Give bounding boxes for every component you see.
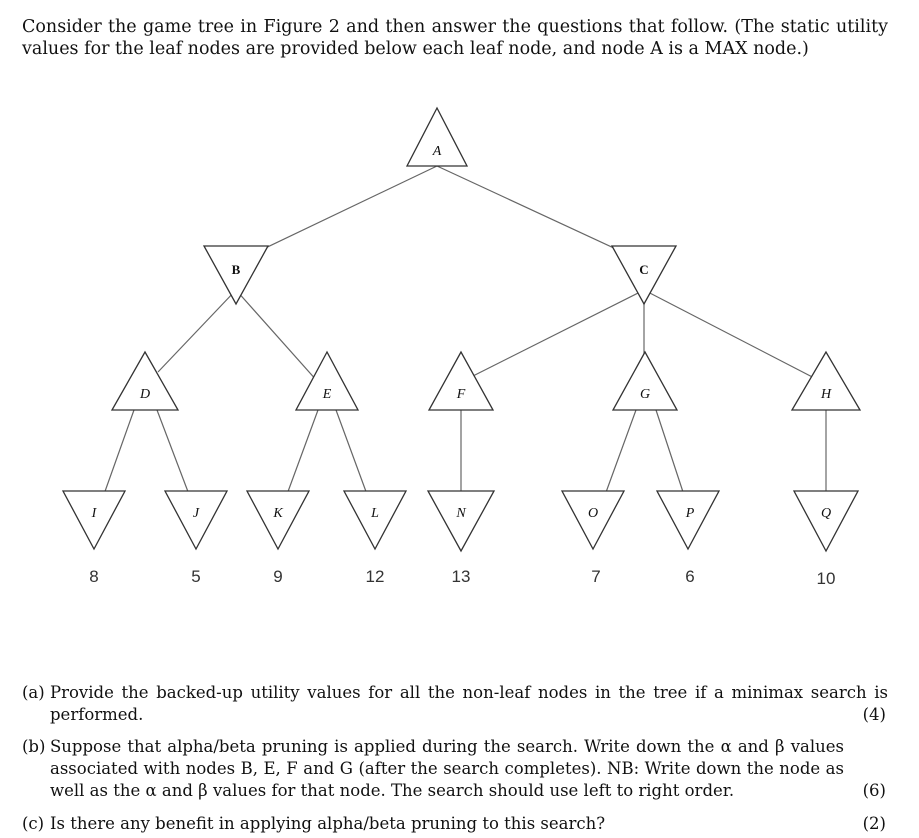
question-c-marks: (2) bbox=[862, 814, 886, 833]
leaf-k-label: K bbox=[272, 506, 283, 521]
leaf-p-label: P bbox=[685, 506, 695, 521]
node-a-label: A bbox=[432, 144, 442, 159]
node-d-label: D bbox=[139, 387, 150, 402]
edge-b-d bbox=[157, 289, 237, 373]
game-tree-figure: A D E F G H B C I 8 J 5 K 9 bbox=[61, 106, 862, 588]
leaf-q-label: Q bbox=[821, 506, 831, 521]
intro-line-1: Consider the game tree in Figure 2 and t… bbox=[22, 17, 888, 37]
leaf-i-value: 8 bbox=[89, 567, 98, 586]
question-c: (c) Is there any benefit in applying alp… bbox=[22, 813, 888, 835]
leaf-j-label: J bbox=[193, 506, 200, 521]
leaf-i-label: I bbox=[91, 506, 98, 521]
node-b: B bbox=[202, 245, 270, 306]
leaf-o: O 7 bbox=[560, 490, 626, 586]
edge-d-i bbox=[102, 409, 135, 498]
node-g-label: G bbox=[640, 387, 650, 402]
node-h: H bbox=[790, 350, 862, 411]
leaf-n-value: 13 bbox=[452, 567, 471, 586]
intro-paragraph: Consider the game tree in Figure 2 and t… bbox=[22, 16, 888, 60]
node-b-label: B bbox=[232, 262, 241, 277]
node-a: A bbox=[405, 106, 469, 167]
node-e: E bbox=[294, 350, 360, 411]
edge-c-h bbox=[643, 289, 823, 383]
leaf-o-value: 7 bbox=[591, 567, 600, 586]
leaf-l-value: 12 bbox=[366, 567, 385, 586]
leaf-i: I 8 bbox=[61, 490, 127, 586]
edge-g-p bbox=[655, 409, 685, 496]
node-d: D bbox=[110, 350, 180, 411]
leaf-n-label: N bbox=[455, 506, 466, 521]
edge-e-k bbox=[285, 409, 319, 498]
node-f: F bbox=[427, 350, 495, 411]
edge-e-l bbox=[335, 409, 369, 498]
question-b-tag: (b) bbox=[22, 737, 46, 756]
node-f-label: F bbox=[456, 387, 466, 402]
intro-line-2: values for the leaf nodes are provided b… bbox=[22, 39, 809, 59]
leaf-l-label: L bbox=[370, 506, 379, 521]
leaf-p: P 6 bbox=[655, 490, 721, 586]
question-a-tag: (a) bbox=[22, 683, 45, 702]
node-c-label: C bbox=[639, 262, 648, 277]
edge-g-o bbox=[604, 409, 637, 496]
node-h-label: H bbox=[820, 387, 832, 402]
leaf-o-label: O bbox=[588, 506, 598, 521]
question-a-text: Provide the backed-up utility values for… bbox=[50, 683, 888, 724]
leaf-j-value: 5 bbox=[191, 567, 200, 586]
node-g: G bbox=[611, 350, 679, 411]
question-b-text: Suppose that alpha/beta pruning is appli… bbox=[50, 737, 844, 800]
edge-a-b bbox=[235, 165, 438, 263]
edge-a-c bbox=[436, 165, 645, 263]
question-c-text: Is there any benefit in applying alpha/b… bbox=[50, 814, 606, 833]
leaf-l: L 12 bbox=[342, 490, 408, 586]
leaf-n: N 13 bbox=[426, 490, 496, 586]
leaf-k-value: 9 bbox=[273, 567, 282, 586]
question-b-marks: (6) bbox=[862, 781, 886, 800]
question-a-marks: (4) bbox=[862, 705, 886, 724]
leaf-j: J 5 bbox=[163, 490, 229, 586]
edge-d-j bbox=[156, 409, 191, 498]
leaf-k: K 9 bbox=[245, 490, 311, 586]
node-c: C bbox=[610, 245, 678, 306]
edge-b-e bbox=[235, 289, 319, 383]
leaf-p-value: 6 bbox=[685, 567, 694, 586]
leaf-q-value: 10 bbox=[817, 569, 836, 588]
node-e-label: E bbox=[322, 387, 332, 402]
edge-c-f bbox=[460, 289, 645, 383]
question-b: (b) Suppose that alpha/beta pruning is a… bbox=[22, 736, 888, 802]
question-c-tag: (c) bbox=[22, 814, 45, 833]
question-a: (a) Provide the backed-up utility values… bbox=[22, 682, 888, 726]
tree-edges bbox=[102, 165, 827, 498]
leaf-q: Q 10 bbox=[792, 490, 860, 588]
